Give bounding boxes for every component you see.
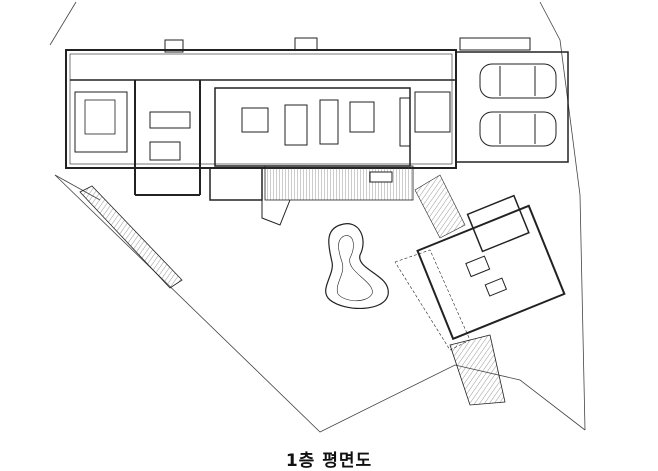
entry-stairs [414, 174, 466, 239]
garage [455, 51, 569, 163]
site-boundary [49, 1, 586, 433]
drawing-caption: 1층 평면도 [285, 451, 373, 471]
pond [325, 223, 389, 310]
terrace [264, 165, 414, 201]
annex [416, 194, 566, 341]
annex-deck [449, 334, 506, 406]
exterior-stairs [79, 185, 183, 289]
main-house [65, 37, 531, 226]
floor-plan-drawing [49, 1, 586, 433]
